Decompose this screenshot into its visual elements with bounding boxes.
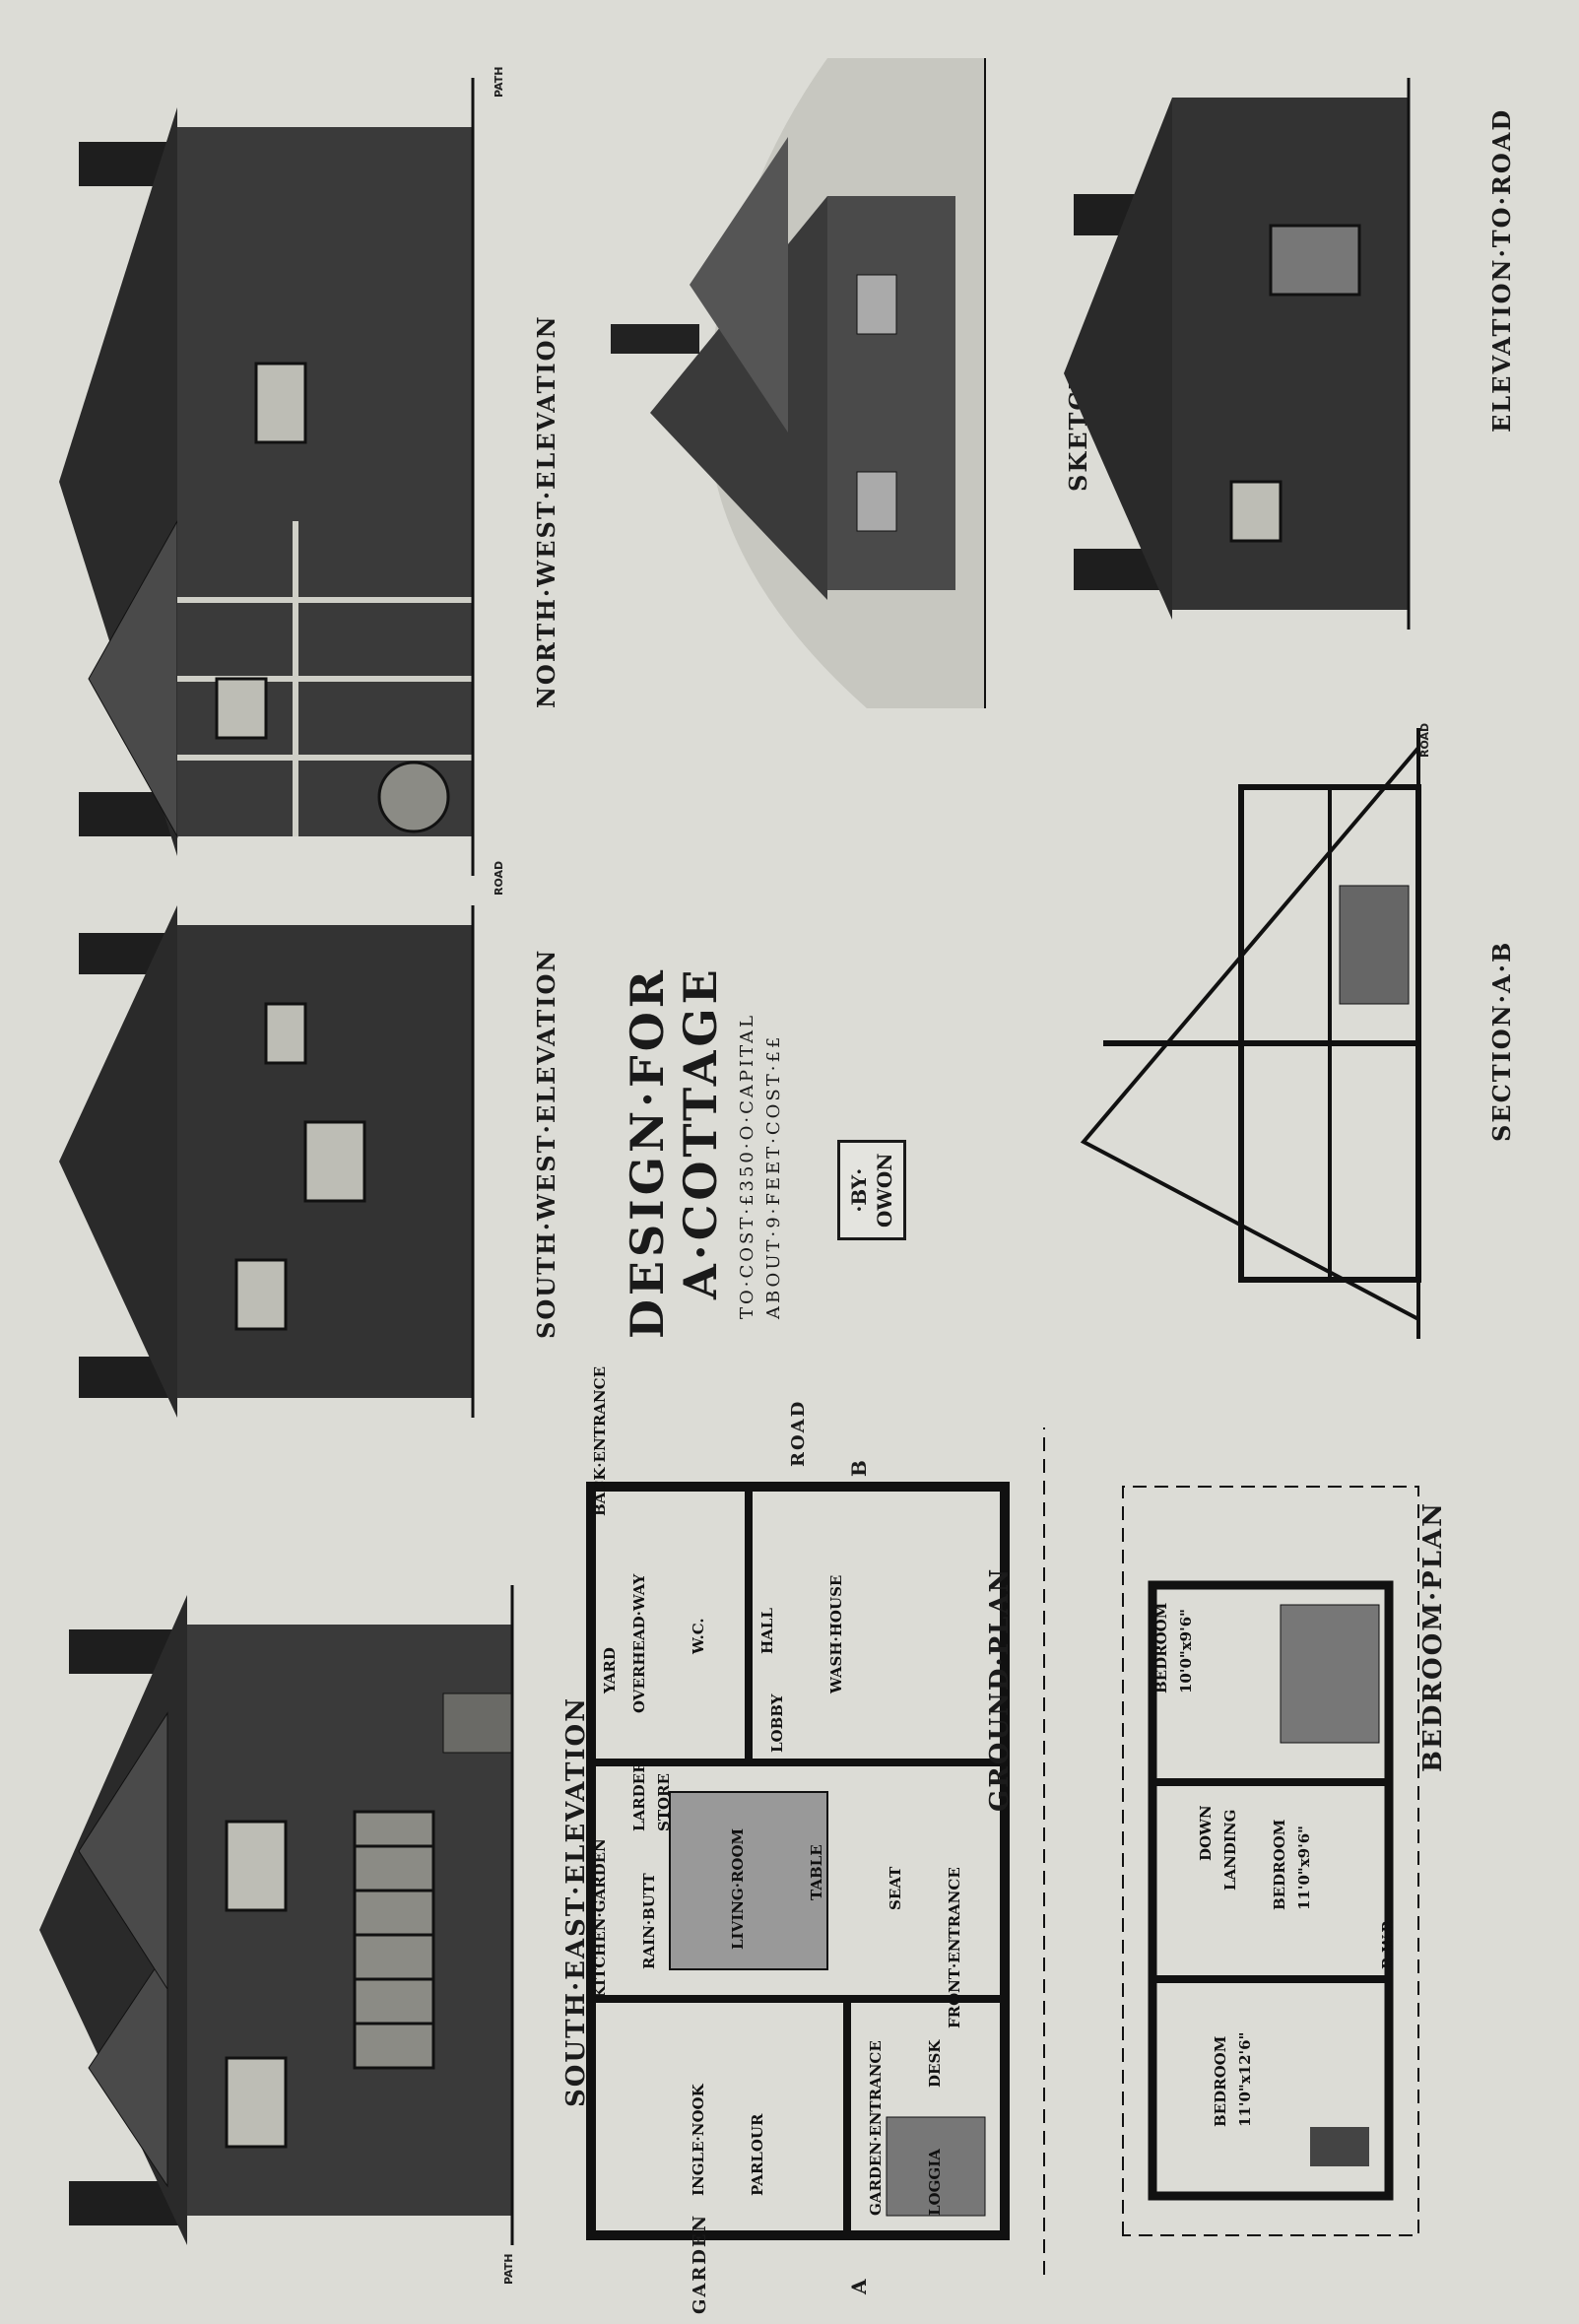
title-line-1: DESIGN·FOR — [621, 966, 674, 1339]
title-line-4: ABOUT·9·FEET·COST·££ — [763, 1033, 784, 1319]
title-line-2: A·COTTAGE — [674, 965, 727, 1299]
room-loggia: LOGGIA — [926, 2149, 944, 2216]
room-desk: DESK — [926, 2039, 944, 2088]
bedroom-plan — [1084, 1408, 1497, 2294]
section-marker-a: A — [847, 2277, 871, 2294]
section-marker-b: B — [847, 1458, 871, 1477]
path-label-se: PATH — [502, 2253, 515, 2285]
road-label-nw: ROAD — [493, 860, 505, 896]
room-lobby: LOBBY — [768, 1693, 786, 1753]
bedroom-3-size: 11'0"x9'6" — [1295, 1826, 1313, 1910]
title-block: DESIGN·FOR A·COTTAGE TO·COST·£350·O·CAPI… — [621, 965, 784, 1339]
perspective-sketch — [571, 38, 1044, 748]
author-monogram: ·BY· OWON — [837, 1140, 906, 1240]
room-hall: HALL — [758, 1608, 776, 1654]
bedroom-3: BEDROOM — [1271, 1819, 1288, 1910]
south-west-elevation — [39, 886, 532, 1437]
room-living: LIVING·ROOM — [729, 1827, 747, 1950]
room-table: TABLE — [808, 1844, 825, 1900]
rwp-label: R.W.P. — [1379, 1918, 1397, 1969]
room-inglenook: INGLE·NOOK — [690, 2084, 707, 2196]
elevation-to-road-caption: ELEVATION·TO·ROAD — [1487, 107, 1516, 432]
landing-label: LANDING — [1221, 1809, 1239, 1891]
ground-plan-caption: GROUND·PLAN — [985, 1566, 1015, 1812]
room-store: STORE — [655, 1773, 673, 1831]
room-wash-house: WASH·HOUSE — [827, 1574, 845, 1693]
room-front-entrance: FRONT·ENTRANCE — [946, 1867, 963, 2028]
room-garden-entrance: GARDEN·ENTRANCE — [867, 2040, 885, 2216]
room-back-entrance: BACK·ENTRANCE — [591, 1365, 609, 1516]
bedroom-1: BEDROOM — [1212, 2035, 1229, 2127]
south-west-elevation-caption: SOUTH·WEST·ELEVATION — [532, 948, 560, 1339]
north-west-elevation-caption: NORTH·WEST·ELEVATION — [532, 314, 560, 708]
down-label: DOWN — [1197, 1805, 1215, 1861]
room-overhead-way: OVERHEAD·WAY — [630, 1573, 648, 1713]
ground-plan — [552, 1408, 1103, 2294]
bedroom-2-size: 10'0"x9'6" — [1177, 1609, 1195, 1693]
room-rain-butt: RAIN·BUTT — [640, 1873, 658, 1969]
monogram-line-1: ·BY· — [847, 1167, 871, 1213]
room-kitchen-garden: KITCHEN·GARDEN — [591, 1838, 609, 1999]
north-west-elevation — [39, 58, 532, 896]
road-label-plan: ROAD — [788, 1399, 809, 1467]
bedroom-2: BEDROOM — [1152, 1602, 1170, 1693]
garden-label-plan: GARDEN — [690, 2213, 710, 2314]
room-larder: LARDER — [630, 1760, 648, 1831]
room-wc: W.C. — [690, 1618, 707, 1654]
title-line-3: TO·COST·£350·O·CAPITAL — [737, 1012, 757, 1319]
room-yard: YARD — [601, 1647, 619, 1693]
path-label-nw: PATH — [493, 66, 505, 98]
road-label-section: ROAD — [1418, 722, 1431, 758]
elevation-to-road — [1044, 58, 1468, 649]
section-ab — [1044, 728, 1478, 1339]
room-seat: SEAT — [887, 1866, 904, 1910]
bedroom-1-size: 11'0"x12'6" — [1236, 2031, 1254, 2127]
bedroom-plan-caption: BEDROOM·PLAN — [1418, 1501, 1448, 1772]
monogram-line-2: OWON — [873, 1153, 896, 1228]
south-east-elevation — [30, 1575, 552, 2265]
room-parlour: PARLOUR — [749, 2113, 766, 2196]
section-caption: SECTION·A·B — [1487, 940, 1516, 1142]
